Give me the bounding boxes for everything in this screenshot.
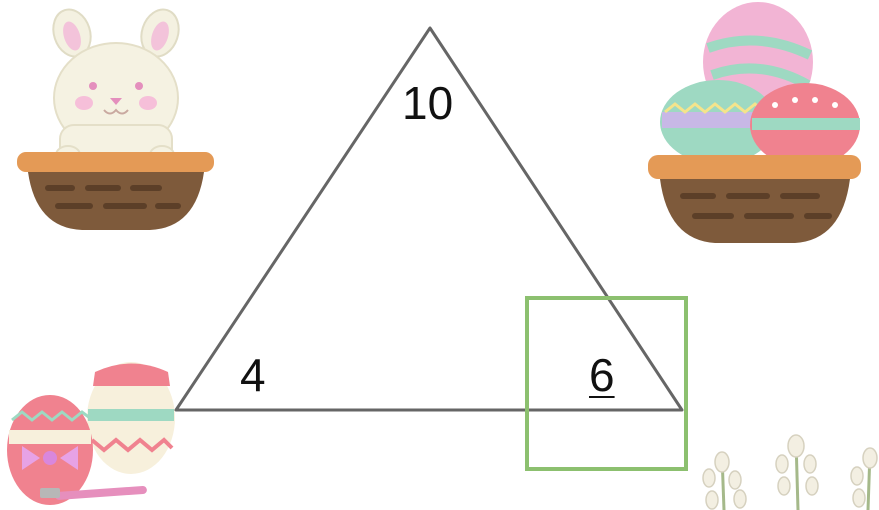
bottom-right-number[interactable]: 6 bbox=[589, 349, 615, 401]
easter-eggs-with-brush-icon bbox=[7, 362, 175, 505]
bunny-in-basket-icon bbox=[17, 8, 214, 230]
pussy-willow-icon bbox=[702, 434, 878, 510]
answer-highlight-box bbox=[525, 296, 688, 471]
top-number: 10 bbox=[402, 77, 454, 129]
egg-basket-icon bbox=[648, 2, 861, 243]
number-triangle-outline bbox=[174, 26, 684, 412]
bottom-left-number: 4 bbox=[240, 349, 266, 401]
